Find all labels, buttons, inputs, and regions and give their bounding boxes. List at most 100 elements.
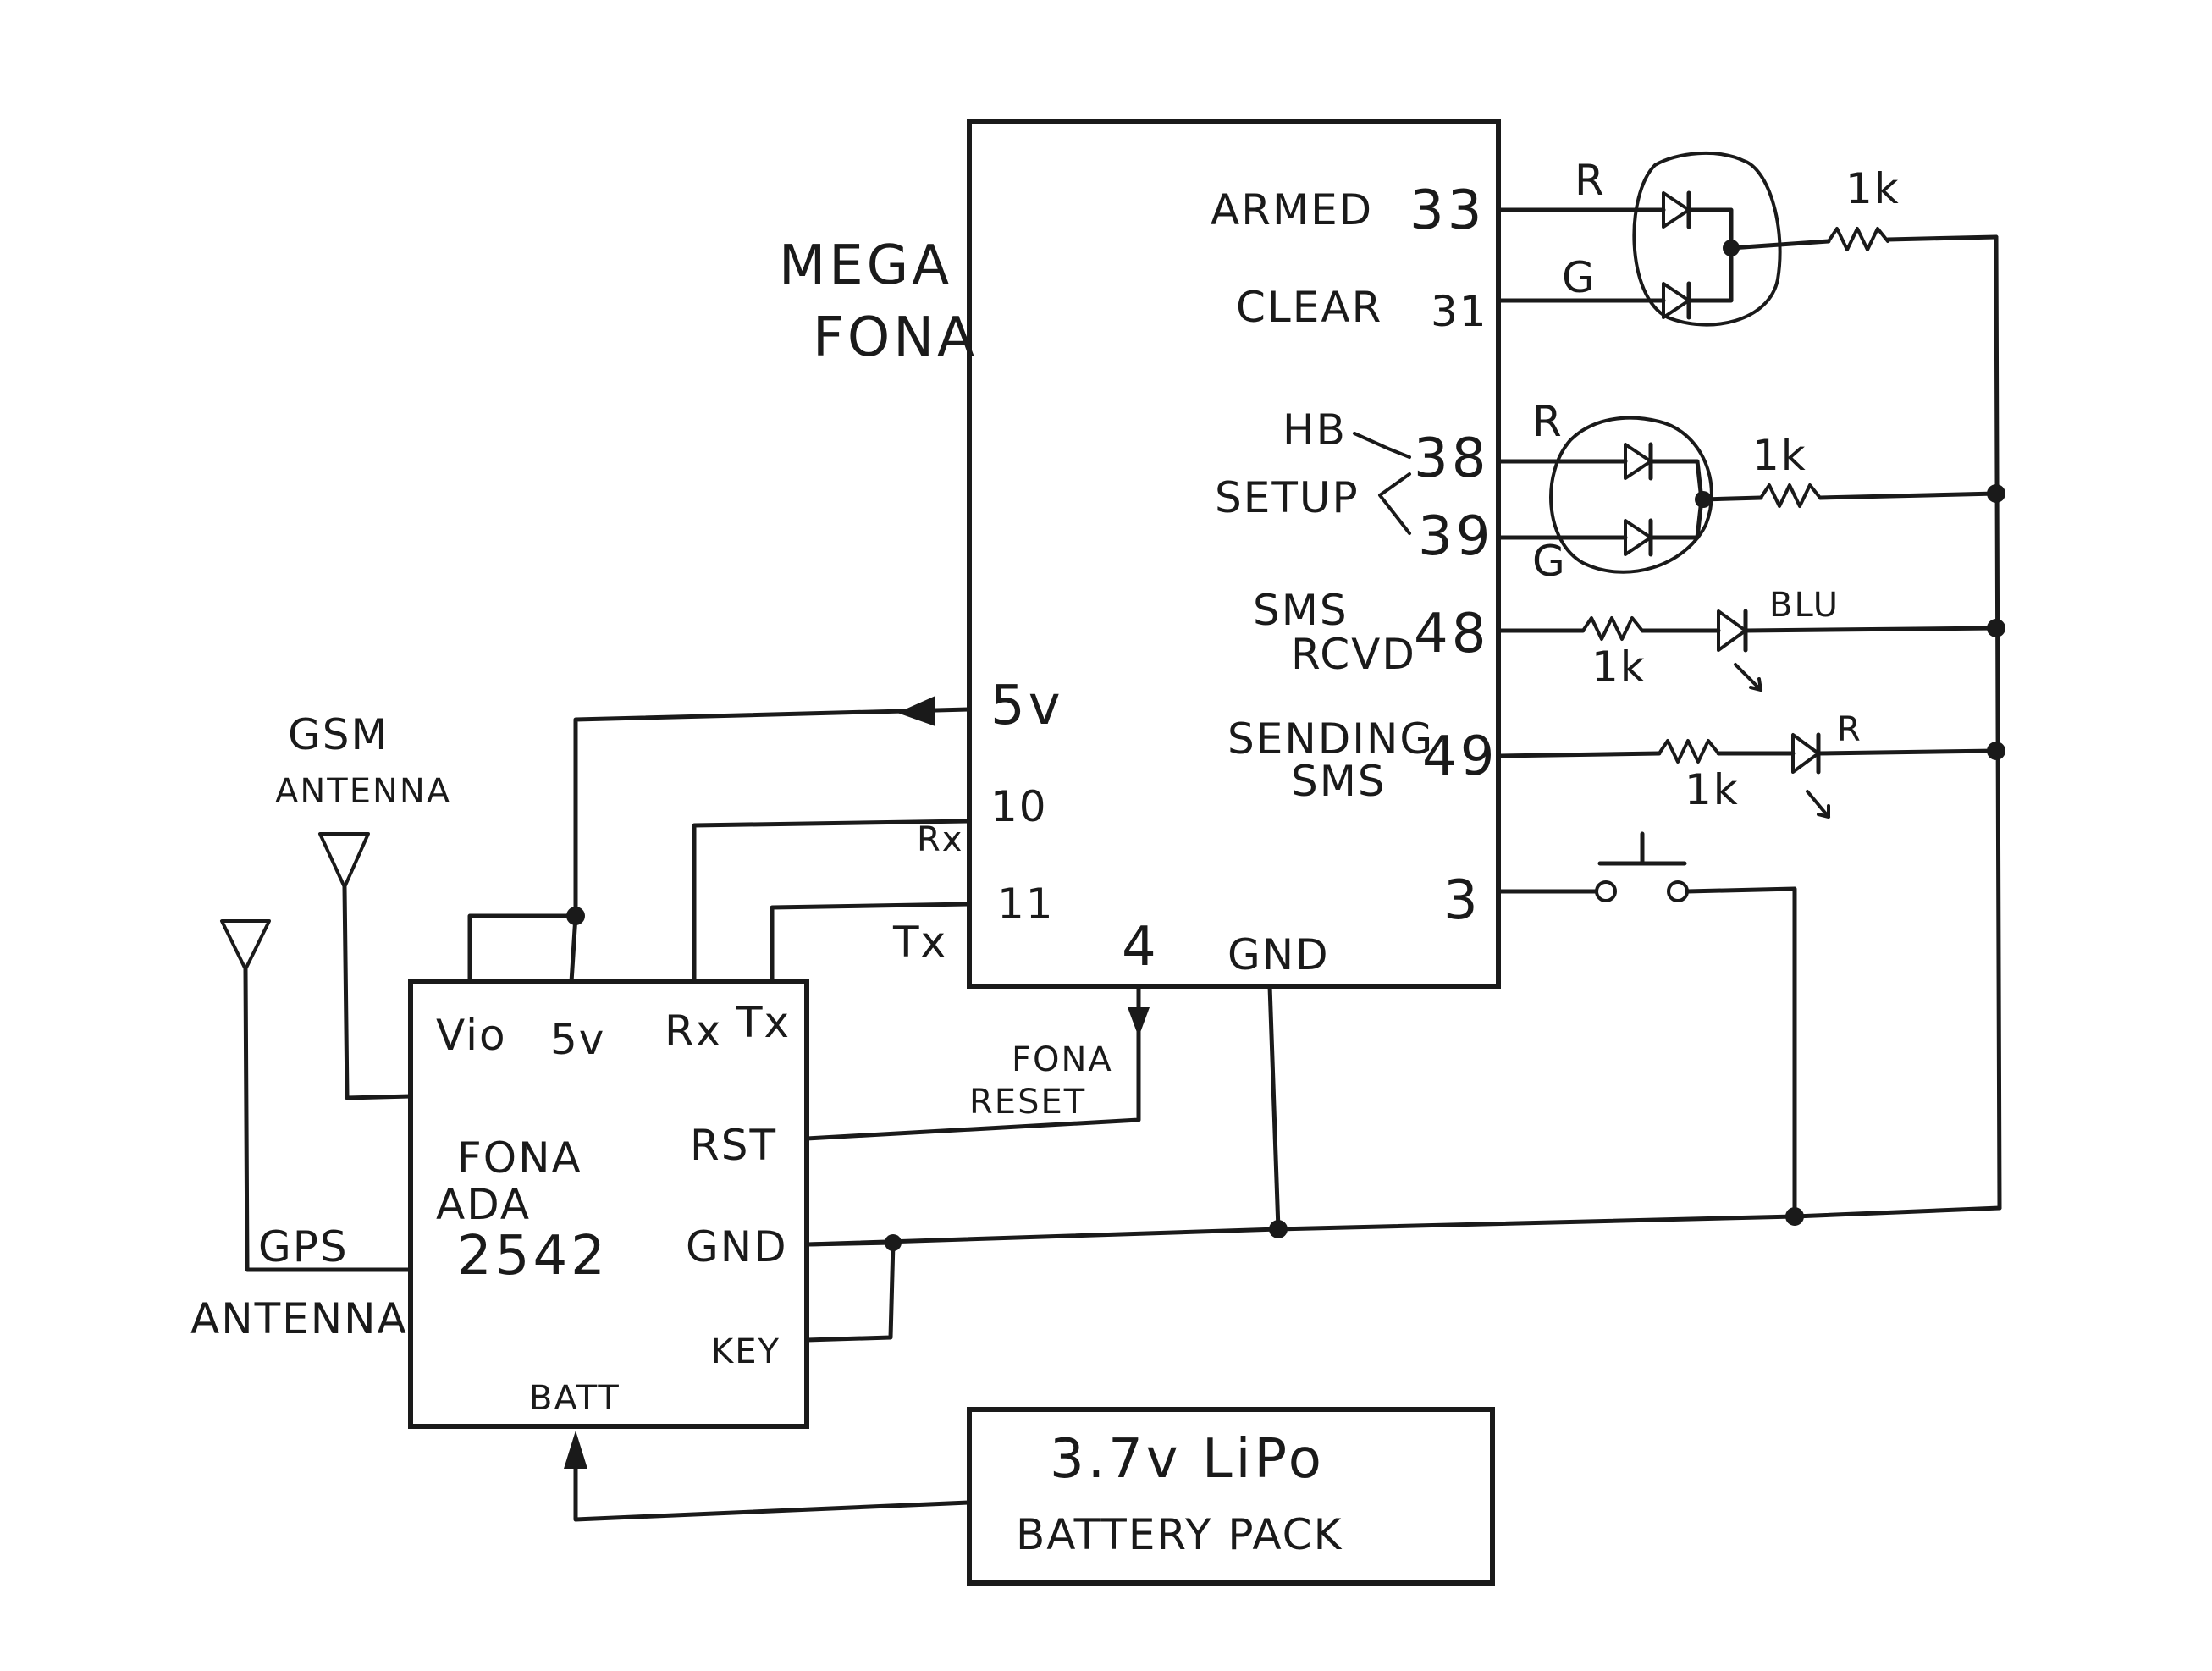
pin-label-sms-rcvd-2: RCVD [1291, 630, 1416, 679]
pin-number-48: 48 [1414, 603, 1489, 665]
fona-title-line1: FONA [457, 1133, 582, 1183]
led2-green-diode-icon [1589, 497, 1704, 557]
wire-fona-tx-to-pin11 [770, 902, 972, 984]
battery-label-line1: 3.7v LiPo [1050, 1428, 1325, 1491]
mega-board [967, 119, 1501, 989]
bus-node-1 [1987, 484, 2005, 503]
mega-title-line2: FONA [813, 306, 978, 369]
battery-pack [967, 1407, 1495, 1586]
led2-r-label: R [1532, 397, 1564, 446]
gps-antenna-icon [220, 919, 271, 971]
blu-label: BLU [1769, 586, 1840, 625]
r4-label: 1k [1685, 765, 1740, 814]
battery-label-line2: BATTERY PACK [1016, 1510, 1343, 1559]
wire-fona-rx-to-pin10 [692, 819, 972, 984]
right-bus-wire [1994, 234, 2002, 1211]
pin-label-clear: CLEAR [1236, 283, 1382, 332]
wire-mega-gnd [1267, 984, 1281, 1232]
gsm-antenna-icon [318, 832, 370, 889]
wire-button-to-gnd [1685, 886, 1797, 1219]
pin-label-hb: HB [1283, 405, 1347, 455]
bus-node-2 [1987, 619, 2005, 637]
resistor-r3-icon [1581, 616, 1644, 641]
fona-title-line3: 2542 [457, 1225, 609, 1288]
wire-battery-to-batt [573, 1437, 972, 1522]
pin-number-39: 39 [1418, 505, 1493, 568]
hb-setup-brace [1353, 432, 1411, 535]
mega-tx-label: Tx [892, 918, 947, 967]
led1-g-label: G [1562, 253, 1597, 302]
led2-red-diode-icon [1589, 442, 1704, 502]
fona-vio-label: Vio [436, 1011, 507, 1060]
fona-key-label: KEY [711, 1332, 781, 1371]
arrow-batt-icon [564, 1431, 587, 1469]
gps-antenna-label-2: ANTENNA [190, 1294, 408, 1343]
r3-label: 1k [1591, 642, 1647, 692]
fona-rst-label: RST [690, 1121, 777, 1170]
fona-gnd-label: GND [686, 1222, 788, 1271]
red-led-label: R [1837, 710, 1862, 749]
pin-label-armed: ARMED [1211, 185, 1373, 234]
pin-number-49: 49 [1422, 725, 1498, 788]
mega-rx-label: Rx [917, 820, 963, 859]
pin-label-sending-2: SMS [1291, 757, 1387, 806]
wire-led2-to-r2 [1701, 495, 1763, 502]
pin-number-31: 31 [1431, 287, 1488, 336]
resistor-r2-icon [1759, 483, 1822, 508]
fona-reset-label-2: RESET [969, 1083, 1086, 1122]
fona-reset-label-1: FONA [1012, 1040, 1113, 1079]
red-led-icon [1791, 732, 1830, 819]
ground-bus-wire [806, 1205, 2002, 1247]
bicolor-led-1-body [1632, 152, 1782, 327]
led1-red-diode-icon [1652, 190, 1734, 251]
wire-r1-to-bus [1885, 234, 1999, 242]
gps-antenna-label-1: GPS [258, 1222, 349, 1271]
wire-fona-vio [467, 913, 578, 984]
fona-batt-label: BATT [529, 1379, 621, 1418]
gsm-antenna-label-2: ANTENNA [275, 772, 451, 811]
pin-label-gnd: GND [1227, 930, 1330, 979]
wire-gsm-antenna [342, 885, 413, 1100]
fona-rx-label: Rx [665, 1006, 722, 1056]
led1-green-diode-icon [1652, 245, 1734, 320]
wire-blu-led-to-bus [1743, 626, 1999, 633]
gsm-antenna-label-1: GSM [288, 710, 389, 759]
wire-fona-key [804, 1240, 896, 1343]
pin-number-4: 4 [1122, 916, 1160, 979]
r1-label: 1k [1845, 164, 1900, 213]
bicolor-led-2-body [1549, 416, 1713, 574]
blue-led-icon [1717, 609, 1762, 692]
resistor-r4-icon [1658, 739, 1720, 764]
pin-label-sending-1: SENDING [1227, 714, 1434, 764]
gnd-node-mega [1269, 1220, 1288, 1238]
fona-5v-label: 5v [550, 1015, 605, 1064]
mega-title-line1: MEGA [779, 234, 952, 297]
node-5v [566, 907, 585, 925]
led1-r-label: R [1575, 156, 1606, 205]
r2-label: 1k [1752, 431, 1807, 480]
pin-label-5v: 5v [990, 675, 1064, 737]
led2-g-label: G [1532, 537, 1567, 586]
arrow-5v-icon [897, 696, 935, 726]
fona-tx-label: Tx [736, 998, 791, 1047]
pin-label-sms-rcvd-1: SMS [1253, 586, 1349, 635]
resistor-r1-icon [1827, 227, 1889, 251]
push-button-icon[interactable] [1595, 831, 1689, 902]
fona-title-line2: ADA [436, 1180, 531, 1229]
wire-fona-gnd [804, 1240, 896, 1247]
pin-number-3: 3 [1443, 869, 1481, 932]
wire-red-led-to-bus [1816, 748, 1999, 756]
arrow-reset-icon [1128, 1007, 1150, 1037]
fona-module [408, 979, 809, 1429]
pin-number-38: 38 [1414, 427, 1489, 490]
pin-number-10: 10 [990, 782, 1048, 831]
wire-fona-5v-to-mega-5v [569, 707, 972, 984]
bus-node-3 [1987, 742, 2005, 760]
wire-gps-antenna [243, 967, 413, 1272]
pin-label-setup: SETUP [1215, 473, 1360, 522]
pin-number-11: 11 [997, 880, 1055, 929]
wire-pin49 [1496, 751, 1662, 758]
gnd-node-button [1785, 1207, 1804, 1226]
wire-led1-to-r1 [1729, 239, 1831, 251]
